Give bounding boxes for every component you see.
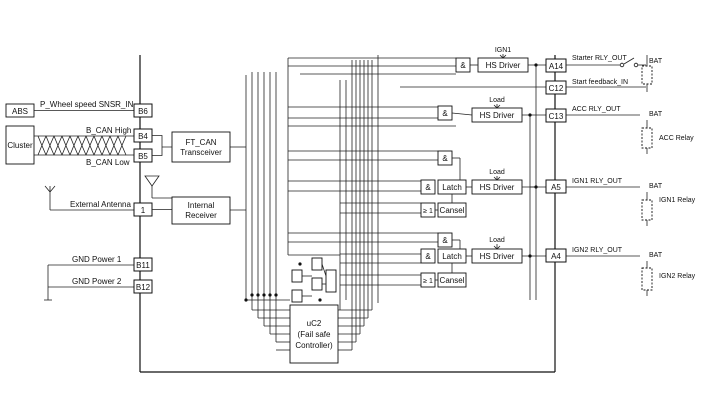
ign2-rly-out-label: IGN2 RLY_OUT [572, 247, 623, 254]
ign2-output-wiring: IGN2 RLY_OUT BAT IGN2 Relay [566, 247, 696, 296]
load-input-label: Load [489, 237, 505, 244]
or-gate-label: ≥ 1 [423, 208, 433, 215]
transceiver-label: Transceiver [180, 148, 222, 157]
acc-rly-out-label: ACC RLY_OUT [572, 106, 621, 113]
bat-label-acc: BAT [649, 111, 663, 118]
uc2-fail-safe-controller: uC2 (Fail safe Controller) [289, 304, 339, 364]
internal-bus-lines [245, 58, 340, 351]
cansel-label: Cansel [440, 206, 465, 215]
and-gate-label: & [425, 252, 431, 261]
bat-label-starter: BAT [649, 58, 663, 65]
acc-output-wiring: ACC RLY_OUT BAT ACC Relay [566, 106, 694, 154]
hs-driver-label: HS Driver [480, 252, 515, 261]
hs-driver-label: HS Driver [480, 111, 515, 120]
pin-b4: B4 [138, 132, 148, 141]
cluster-box: Cluster [5, 125, 35, 165]
ign2-relay-label: IGN2 Relay [659, 273, 696, 280]
gate-feeder-lines [288, 57, 456, 286]
cansel-label: Cansel [440, 276, 465, 285]
ign1-relay-label: IGN1 Relay [659, 197, 696, 204]
pin-a5: A5 [551, 183, 561, 192]
abs-box: ABS [5, 103, 35, 118]
and-gate-label: & [425, 183, 431, 192]
right-pins: A14 C12 C13 A5 A4 [545, 58, 567, 263]
fail-safe-label: (Fail safe [298, 330, 331, 339]
bat-label-ign1: BAT [649, 183, 663, 190]
cluster-label: Cluster [7, 141, 33, 150]
internal-label: Internal [188, 201, 215, 210]
ign2-channel: & & Latch HS Driver Load ≥ 1 Cansel [420, 232, 546, 288]
pin-a4: A4 [551, 252, 561, 261]
ign1-input-label: IGN1 [495, 47, 511, 54]
hs-driver-label: HS Driver [486, 61, 521, 70]
ft-can-transceiver-block: FT_CAN Transceiver [171, 131, 231, 163]
external-antenna-label: External Antenna [70, 200, 131, 209]
ign1-rly-out-label: IGN1 RLY_OUT [572, 178, 623, 185]
load-input-label: Load [489, 169, 505, 176]
latch-label: Latch [442, 252, 462, 261]
and-gate-label: & [442, 154, 448, 163]
abs-label: ABS [12, 107, 28, 116]
wheel-speed-signal-label: P_Wheel speed SNSR_IN [40, 100, 134, 109]
controller-label: Controller) [295, 341, 333, 350]
load-input-label: Load [489, 97, 505, 104]
pin-b11: B11 [136, 261, 150, 270]
acc-channel: & HS Driver Load [437, 97, 546, 123]
left-pins: B6 B4 B5 1 B11 B12 [133, 103, 153, 294]
or-gate-label: ≥ 1 [423, 278, 433, 285]
can-high-label: B_CAN High [86, 126, 131, 135]
uc2-label: uC2 [307, 319, 322, 328]
pin-c13: C13 [549, 112, 564, 121]
internal-antenna-icon [144, 175, 172, 199]
starter-channel: & HS Driver IGN1 [400, 47, 546, 88]
ign1-output-wiring: IGN1 RLY_OUT BAT IGN1 Relay [566, 178, 696, 226]
starter-output-wiring: Starter RLY_OUT Start feedback_IN BAT [566, 55, 663, 92]
ground-wiring [44, 264, 134, 301]
external-antenna-icon [44, 185, 134, 211]
and-gate-label: & [442, 109, 448, 118]
bat-label-ign2: BAT [649, 252, 663, 259]
gnd-power-2-label: GND Power 2 [72, 277, 122, 286]
pin-1: 1 [141, 206, 146, 215]
starter-rly-out-label: Starter RLY_OUT [572, 55, 627, 62]
gnd-power-1-label: GND Power 1 [72, 255, 122, 264]
output-feedback-lines [528, 63, 538, 300]
hs-driver-label: HS Driver [480, 183, 515, 192]
acc-relay-label: ACC Relay [659, 135, 694, 142]
start-feedback-label: Start feedback_IN [572, 79, 628, 86]
pin-b12: B12 [136, 283, 151, 292]
ft-can-label: FT_CAN [185, 138, 216, 147]
logic-cell-matrix [291, 257, 337, 303]
and-gate-label: & [460, 61, 466, 70]
pin-c12: C12 [549, 84, 564, 93]
pin-b5: B5 [138, 152, 148, 161]
pin-a14: A14 [549, 62, 564, 71]
internal-receiver-block: Internal Receiver [171, 196, 231, 225]
can-twisted-pair [34, 135, 134, 156]
can-low-label: B_CAN Low [86, 158, 130, 167]
bus-junction-dots [244, 293, 278, 302]
pin-b6: B6 [138, 107, 148, 116]
receiver-label: Receiver [185, 211, 217, 220]
latch-label: Latch [442, 183, 462, 192]
ign1-channel: & & Latch HS Driver Load ≥ 1 Cansel [420, 150, 546, 218]
and-gate-label: & [442, 236, 448, 245]
uc2-input-lines [338, 55, 379, 351]
